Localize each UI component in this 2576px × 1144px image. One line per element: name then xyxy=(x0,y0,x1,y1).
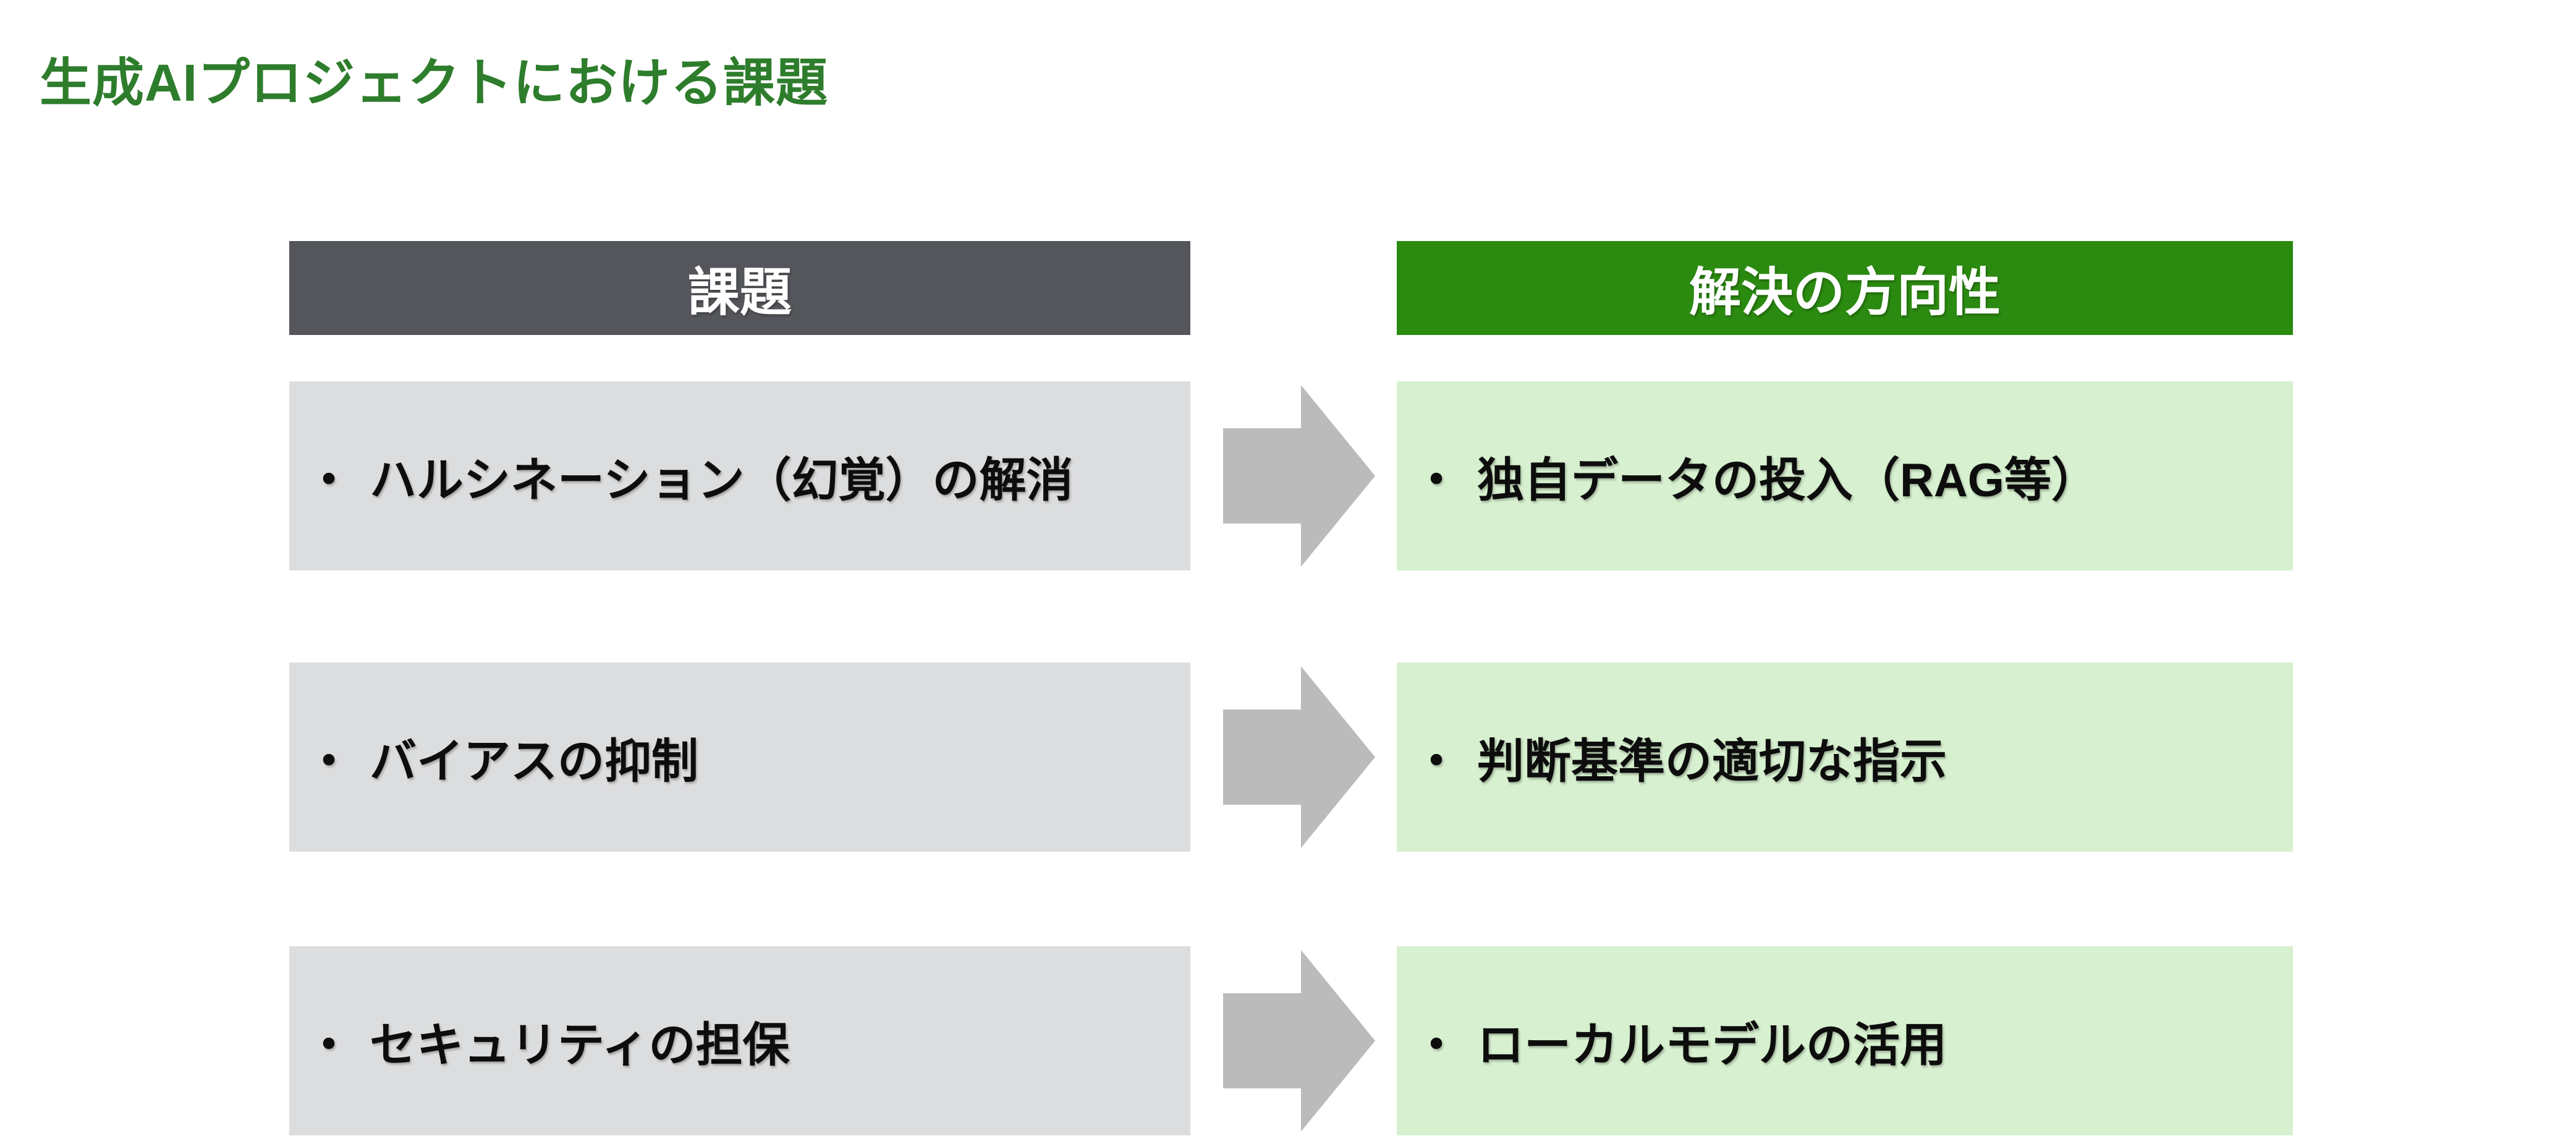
solution-box: ・ 独自データの投入（RAG等） xyxy=(1397,381,2293,570)
solution-box: ・ ローカルモデルの活用 xyxy=(1397,946,2293,1135)
solution-column-header-label: 解決の方向性 xyxy=(1688,263,2001,321)
bullet-icon: ・ xyxy=(305,1019,352,1072)
challenge-text: ハルシネーション（幻覚）の解消 xyxy=(370,454,1074,507)
bullet-icon: ・ xyxy=(1413,454,1460,507)
arrow-right-icon xyxy=(1223,385,1375,567)
arrow-right-icon xyxy=(1223,950,1375,1132)
challenge-column-header-label: 課題 xyxy=(687,263,792,321)
challenge-box: ・ ハルシネーション（幻覚）の解消 xyxy=(289,381,1190,570)
arrow-right-icon xyxy=(1223,666,1375,848)
challenge-box: ・ セキュリティの担保 xyxy=(289,946,1190,1135)
bullet-icon: ・ xyxy=(1413,735,1460,788)
bullet-icon: ・ xyxy=(305,454,352,507)
solution-text: ローカルモデルの活用 xyxy=(1477,1019,1947,1072)
challenge-column-header: 課題 xyxy=(289,241,1190,335)
solution-column-header: 解決の方向性 xyxy=(1397,241,2293,335)
solution-text: 判断基準の適切な指示 xyxy=(1477,735,1947,788)
challenge-text: セキュリティの担保 xyxy=(370,1019,790,1072)
challenge-box: ・ バイアスの抑制 xyxy=(289,663,1190,852)
challenge-text: バイアスの抑制 xyxy=(370,735,698,788)
solution-box: ・ 判断基準の適切な指示 xyxy=(1397,663,2293,852)
page-title: 生成AIプロジェクトにおける課題 xyxy=(40,54,829,112)
solution-text: 独自データの投入（RAG等） xyxy=(1477,454,2098,507)
bullet-icon: ・ xyxy=(1413,1019,1460,1072)
bullet-icon: ・ xyxy=(305,735,352,788)
